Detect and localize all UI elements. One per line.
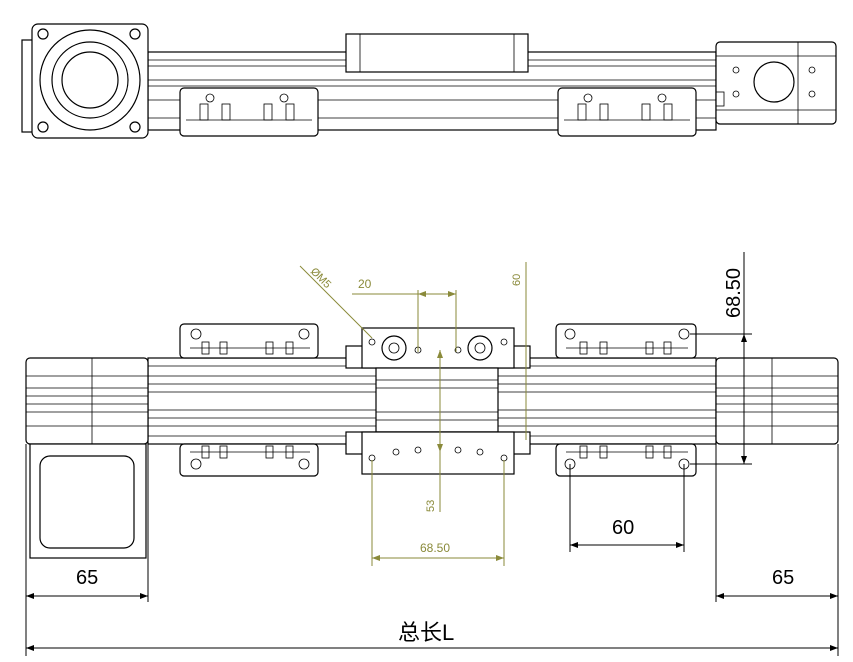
front-bracket-top-right bbox=[555, 323, 697, 359]
top-view bbox=[21, 23, 837, 139]
carriage-width-label: 60 bbox=[511, 274, 523, 286]
top-carriage bbox=[345, 33, 529, 73]
carriage-middle bbox=[375, 367, 499, 433]
carriage-bottom-block bbox=[361, 431, 515, 475]
hole-pitch-label: 20 bbox=[358, 277, 372, 291]
front-bracket-bottom-left bbox=[179, 443, 319, 477]
hole-leader bbox=[299, 265, 373, 339]
total-length-label: 总长L bbox=[398, 620, 454, 645]
top-end-cap bbox=[715, 41, 837, 125]
top-motor-flange bbox=[31, 23, 149, 139]
hole-span-label: 53 bbox=[425, 500, 437, 512]
front-right-end bbox=[715, 357, 839, 445]
mount-pitch-label: 60 bbox=[612, 517, 634, 539]
left-end-label: 65 bbox=[76, 567, 98, 589]
front-bracket-top-left bbox=[179, 323, 319, 359]
front-left-end bbox=[25, 357, 149, 445]
front-motor bbox=[29, 443, 147, 559]
top-bracket-left bbox=[179, 87, 319, 137]
right-end-label: 65 bbox=[772, 567, 794, 589]
carriage-top-block bbox=[361, 327, 515, 369]
front-bracket-bottom-right bbox=[555, 443, 697, 477]
carriage-length-label: 68.50 bbox=[420, 541, 450, 555]
top-bracket-right bbox=[557, 87, 697, 137]
carriage-height-label: 68.50 bbox=[723, 268, 745, 318]
